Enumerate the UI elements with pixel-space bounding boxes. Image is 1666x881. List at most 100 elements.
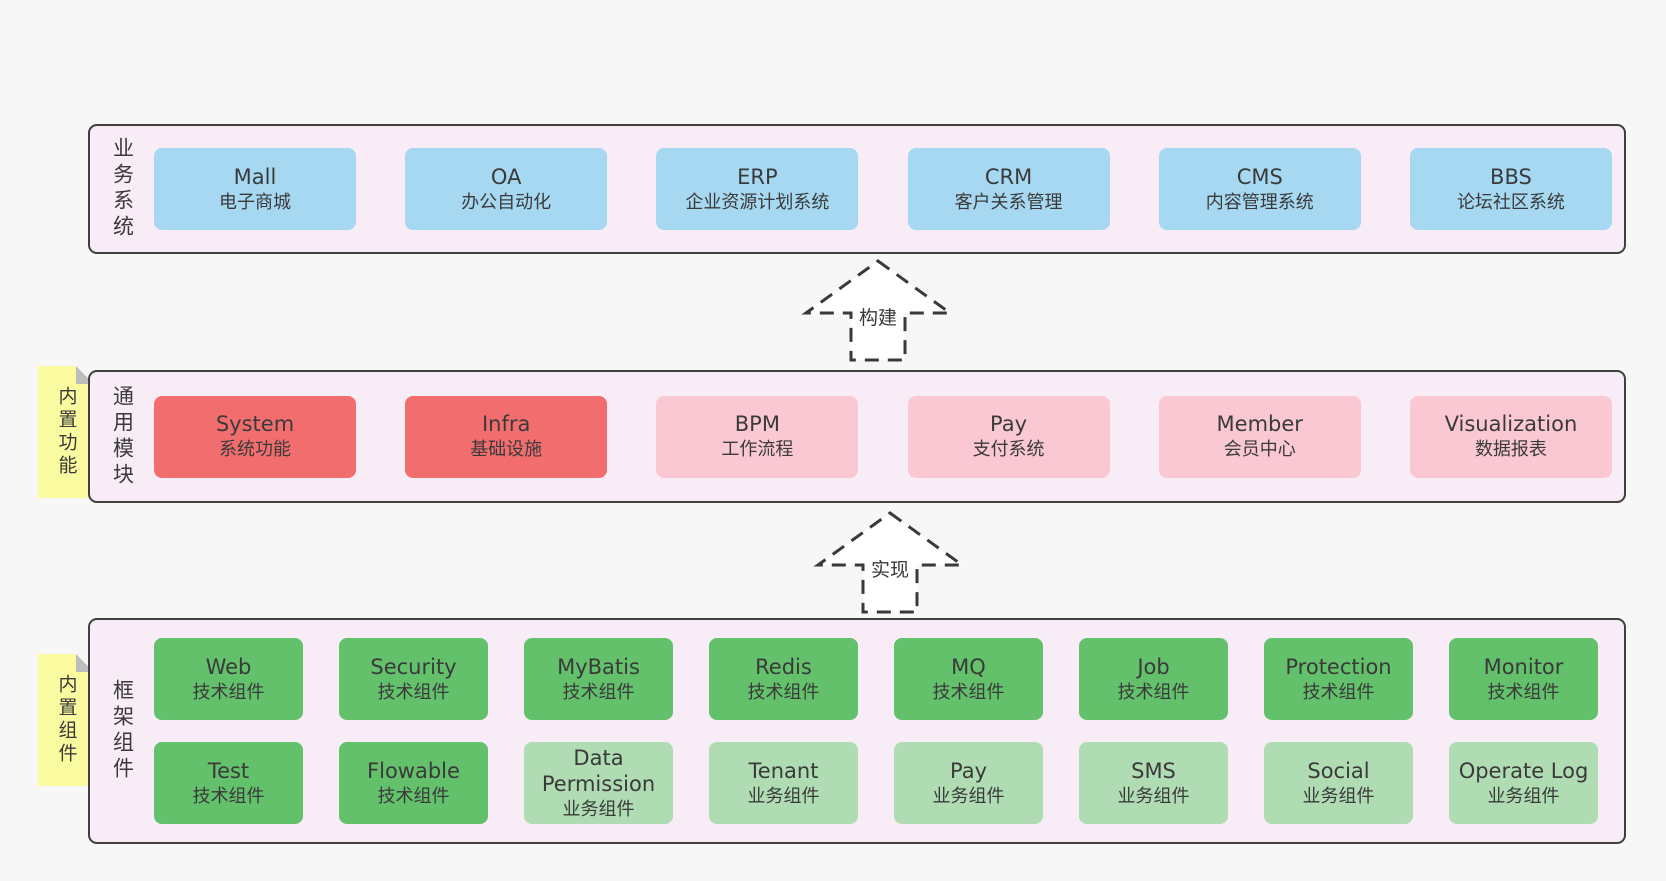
box-subtitle: 技术组件 (377, 785, 450, 807)
tag-built-in-features-label: 内置功能 (55, 386, 78, 478)
box-subtitle: 办公自动化 (461, 191, 552, 213)
tag-built-in-features: 内置功能 (38, 366, 94, 498)
box-mybatis: MyBatis 技术组件 (524, 638, 673, 720)
box-title: Infra (481, 412, 531, 436)
box-subtitle: 业务组件 (1487, 785, 1560, 807)
box-title: OA (490, 164, 522, 189)
tag-built-in-components: 内置组件 (38, 654, 94, 786)
arrow-implement: 实现 (812, 508, 968, 616)
business-boxes-row: Mall 电子商城 OA 办公自动化 ERP 企业资源计划系统 CRM 客户关系… (154, 126, 1624, 252)
box-title: System (215, 412, 295, 436)
box-subtitle: 数据报表 (1474, 439, 1547, 460)
box-title: SMS (1131, 758, 1176, 783)
box-subtitle: 技术组件 (1117, 681, 1190, 703)
box-subtitle: 技术组件 (377, 681, 450, 703)
box-operate-log: Operate Log 业务组件 (1449, 742, 1598, 824)
box-subtitle: 技术组件 (1487, 681, 1560, 703)
box-data-permission: Data Permission 业务组件 (524, 742, 673, 824)
box-subtitle: 会员中心 (1223, 439, 1296, 460)
box-subtitle: 业务组件 (1117, 785, 1190, 807)
box-title: Web (205, 654, 252, 679)
box-title: Member (1216, 412, 1303, 436)
box-subtitle: 技术组件 (1302, 681, 1375, 703)
box-title: Pay (990, 412, 1028, 436)
box-title: CMS (1236, 164, 1283, 189)
box-title: Job (1137, 654, 1170, 679)
box-title: Monitor (1483, 654, 1564, 679)
box-title: Security (370, 654, 457, 679)
arrow-build-label: 构建 (855, 306, 901, 330)
components-row-2: Test 技术组件 Flowable 技术组件 Data Permission … (154, 742, 1598, 824)
box-subtitle: 业务组件 (747, 785, 820, 807)
box-title: Visualization (1444, 412, 1578, 436)
box-title: Protection (1285, 654, 1392, 679)
box-redis: Redis 技术组件 (709, 638, 858, 720)
box-protection: Protection 技术组件 (1264, 638, 1413, 720)
box-subtitle: 技术组件 (747, 681, 820, 703)
box-title: Redis (755, 654, 812, 679)
box-subtitle: 客户关系管理 (954, 191, 1063, 213)
box-subtitle: 技术组件 (562, 681, 635, 703)
vertical-label: 框架组件 (110, 679, 135, 783)
panel-common-modules: 通用模块 System 系统功能 Infra 基础设施 BPM 工作流程 Pay… (88, 370, 1626, 503)
panel-framework-components-title: 框架组件 (90, 620, 154, 842)
arrow-implement-label: 实现 (867, 558, 913, 582)
components-row-1: Web 技术组件 Security 技术组件 MyBatis 技术组件 Redi… (154, 638, 1598, 720)
box-subtitle: 业务组件 (932, 785, 1005, 807)
panel-framework-components: 框架组件 Web 技术组件 Security 技术组件 MyBatis 技术组件… (88, 618, 1626, 844)
modules-boxes-row: System 系统功能 Infra 基础设施 BPM 工作流程 Pay 支付系统… (154, 372, 1624, 501)
box-bpm: BPM 工作流程 (656, 395, 859, 478)
box-security: Security 技术组件 (339, 638, 488, 720)
box-subtitle: 基础设施 (470, 439, 543, 460)
box-tenant: Tenant 业务组件 (709, 742, 858, 824)
box-web: Web 技术组件 (154, 638, 303, 720)
vertical-label: 通用模块 (110, 384, 135, 489)
arrow-build: 构建 (800, 256, 956, 364)
box-pay-component: Pay 业务组件 (894, 742, 1043, 824)
panel-business-systems: 业务系统 Mall 电子商城 OA 办公自动化 ERP 企业资源计划系统 CRM… (88, 124, 1626, 254)
box-title: BPM (734, 412, 780, 436)
box-job: Job 技术组件 (1079, 638, 1228, 720)
box-subtitle: 论坛社区系统 (1456, 191, 1565, 213)
box-sms: SMS 业务组件 (1079, 742, 1228, 824)
box-bbs: BBS 论坛社区系统 (1409, 148, 1612, 230)
box-title: CRM (984, 164, 1033, 189)
box-subtitle: 业务组件 (1302, 785, 1375, 807)
box-oa: OA 办公自动化 (405, 148, 608, 230)
box-subtitle: 支付系统 (972, 439, 1045, 460)
box-pay-system: Pay 支付系统 (907, 395, 1110, 478)
box-subtitle: 系统功能 (219, 439, 291, 460)
box-erp: ERP 企业资源计划系统 (656, 148, 859, 230)
box-mq: MQ 技术组件 (894, 638, 1043, 720)
box-subtitle: 企业资源计划系统 (685, 191, 830, 213)
vertical-label: 业务系统 (110, 137, 135, 241)
box-title: MQ (951, 654, 986, 679)
box-system: System 系统功能 (154, 395, 356, 478)
box-title: ERP (737, 164, 778, 189)
box-title: Tenant (748, 758, 819, 783)
box-title: Social (1307, 758, 1370, 783)
box-subtitle: 工作流程 (721, 439, 794, 460)
box-subtitle: 技术组件 (932, 681, 1005, 703)
box-subtitle: 电子商城 (219, 191, 291, 213)
components-rows: Web 技术组件 Security 技术组件 MyBatis 技术组件 Redi… (154, 620, 1624, 842)
box-mall: Mall 电子商城 (154, 148, 356, 230)
box-title: Test (207, 758, 250, 783)
box-title: MyBatis (557, 654, 640, 679)
box-crm: CRM 客户关系管理 (907, 148, 1110, 230)
box-test: Test 技术组件 (154, 742, 303, 824)
box-title: Data Permission (541, 745, 656, 796)
box-title: Mall (233, 164, 277, 189)
box-title: Flowable (367, 758, 460, 783)
box-subtitle: 内容管理系统 (1205, 191, 1314, 213)
panel-common-modules-title: 通用模块 (90, 372, 154, 501)
box-flowable: Flowable 技术组件 (339, 742, 488, 824)
panel-business-systems-title: 业务系统 (90, 126, 154, 252)
box-title: BBS (1490, 164, 1532, 189)
tag-built-in-components-label: 内置组件 (55, 674, 78, 766)
box-monitor: Monitor 技术组件 (1449, 638, 1598, 720)
box-visualization: Visualization 数据报表 (1409, 395, 1612, 478)
box-member: Member 会员中心 (1158, 395, 1361, 478)
box-cms: CMS 内容管理系统 (1158, 148, 1361, 230)
